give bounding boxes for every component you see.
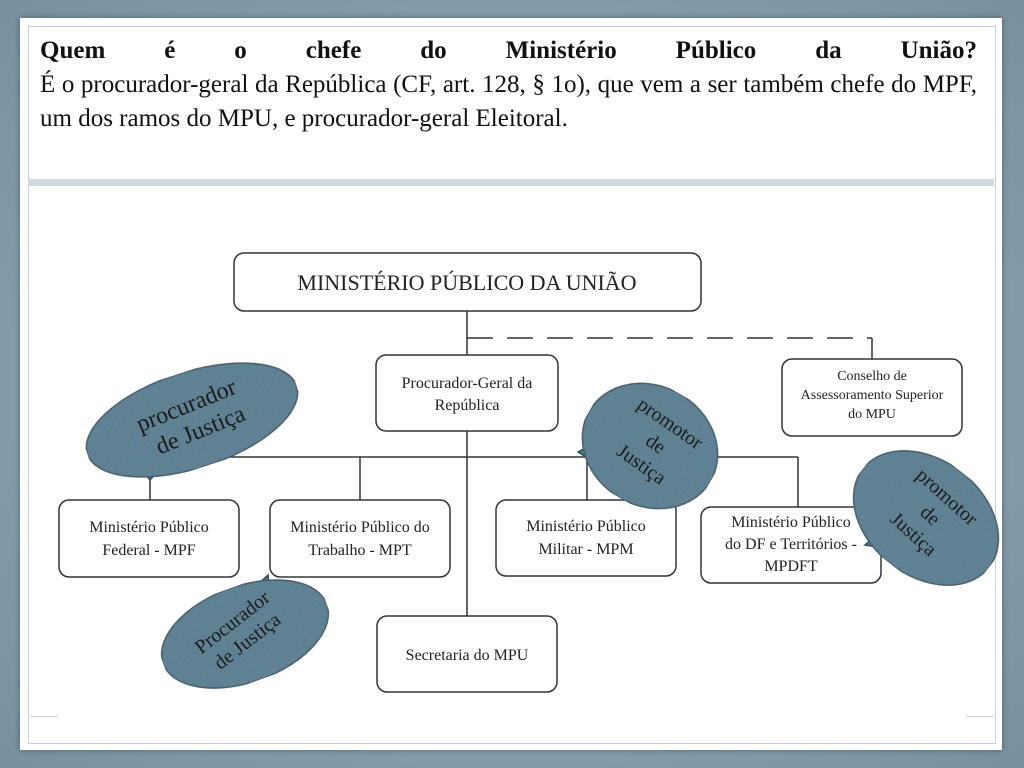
node-mpdft-line-1: Ministério Público <box>731 514 851 531</box>
node-root: MINISTÉRIO PÚBLICO DA UNIÃO <box>233 252 702 312</box>
node-mpdft-line-3: MPDFT <box>764 558 818 575</box>
callout-mpf-top: procurador de Justiça <box>85 362 299 482</box>
node-mpt-line-1: Ministério Público do <box>290 519 430 536</box>
node-conselho-line-3: do MPU <box>848 407 896 422</box>
node-conselho-line-2: Assessoramento Superior <box>801 388 944 403</box>
node-mpdft-line-2: do DF e Territórios - <box>725 536 857 553</box>
slide-text: Quem é o chefe do Ministério Público da … <box>40 34 977 136</box>
node-pgr-line-1: Procurador-Geral da <box>402 375 533 392</box>
header-divider <box>28 179 994 186</box>
node-mpm-line-1: Ministério Público <box>526 518 646 535</box>
node-pgr: Procurador-Geral da República <box>375 354 559 432</box>
node-mpt: Ministério Público do Trabalho - MPT <box>269 499 451 578</box>
node-mpdft: Ministério Público do DF e Territórios -… <box>700 506 882 584</box>
footer-rule-left <box>30 716 58 717</box>
node-root-label: MINISTÉRIO PÚBLICO DA UNIÃO <box>297 270 636 295</box>
node-mpf-line-2: Federal - MPF <box>102 542 195 559</box>
footer-rule-right <box>966 716 994 717</box>
node-secretaria-label: Secretaria do MPU <box>406 647 529 664</box>
answer-paragraph: É o procurador-geral da República (CF, a… <box>40 71 977 132</box>
callout-mpdft: promotor de Justiça <box>852 450 1000 586</box>
node-mpm-line-2: Militar - MPM <box>538 541 633 558</box>
node-mpf: Ministério Público Federal - MPF <box>58 499 240 578</box>
callout-mpf-bottom: Procurador de Justiça <box>160 573 330 689</box>
node-secretaria: Secretaria do MPU <box>376 615 558 693</box>
node-conselho: Conselho de Assessoramento Superior do M… <box>781 358 963 437</box>
node-mpf-line-1: Ministério Público <box>89 519 209 536</box>
node-mpm: Ministério Público Militar - MPM <box>495 499 677 577</box>
node-mpt-line-2: Trabalho - MPT <box>308 542 412 559</box>
node-conselho-line-1: Conselho de <box>837 369 907 384</box>
node-pgr-line-2: República <box>435 397 500 414</box>
question-heading: Quem é o chefe do Ministério Público da … <box>40 37 977 64</box>
